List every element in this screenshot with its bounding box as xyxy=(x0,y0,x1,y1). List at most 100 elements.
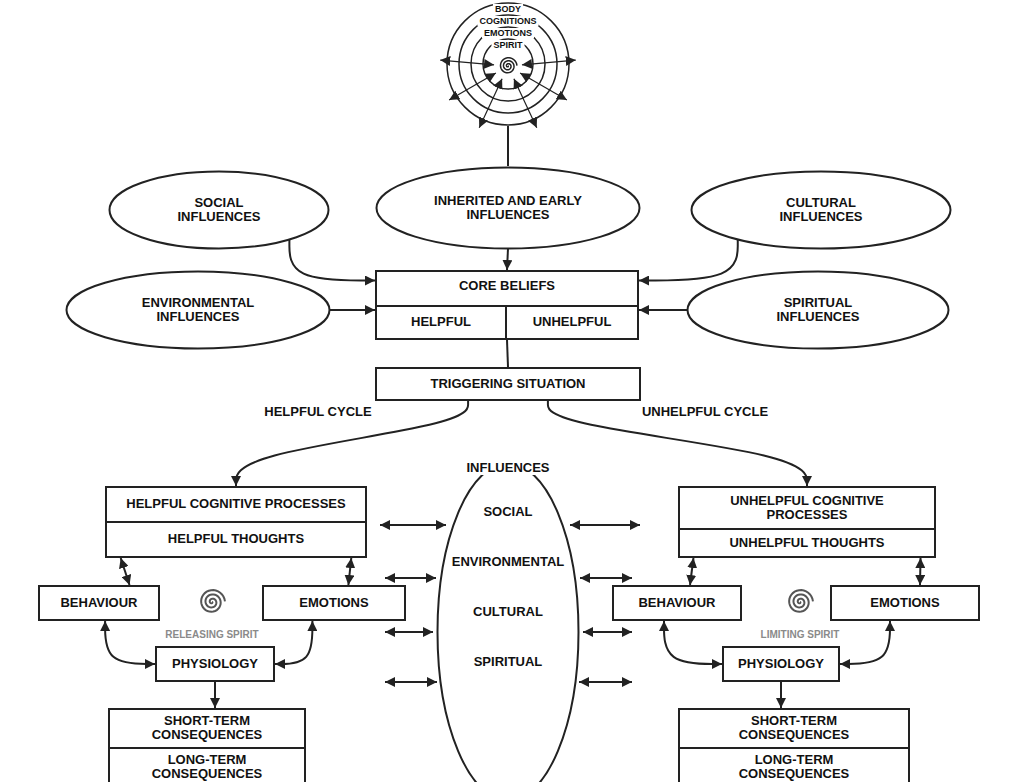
ellipse-outline xyxy=(377,168,640,249)
spiral xyxy=(500,58,516,73)
connector xyxy=(664,621,722,664)
ellipse-outline xyxy=(438,464,579,782)
node-text: UNHELPFUL xyxy=(533,315,612,329)
node-text: UNHELPFUL THOUGHTS xyxy=(680,528,934,556)
connector xyxy=(121,558,130,585)
node-text: INHERITED AND EARLY INFLUENCES xyxy=(426,194,591,223)
node-text: CORE BELIEFS xyxy=(377,272,637,307)
node-text: PHYSIOLOGY xyxy=(738,657,824,671)
influence-ellipse: CULTURAL INFLUENCES xyxy=(690,170,952,250)
influence-arrow xyxy=(385,577,436,579)
connector xyxy=(639,309,688,311)
physiology-box: PHYSIOLOGY xyxy=(155,646,275,682)
influence-arrow xyxy=(385,681,437,683)
influence-arrow xyxy=(385,631,433,633)
spirit-spiral xyxy=(789,590,813,612)
connector xyxy=(507,249,508,271)
spirit-circle: BODY COGNITIONS EMOTIONS SPIRIT xyxy=(446,2,570,126)
connector xyxy=(330,309,376,311)
core-beliefs-box: CORE BELIEFS HELPFUL UNHELPFUL xyxy=(375,270,639,340)
heading-text: INFLUENCES xyxy=(462,461,553,475)
node-text: HELPFUL THOUGHTS xyxy=(107,521,365,556)
node-text: COGNITIONS xyxy=(477,16,538,26)
ring xyxy=(459,15,557,113)
influence-arrow xyxy=(380,524,446,526)
trigger-box: TRIGGERING SITUATION xyxy=(375,367,641,401)
connector xyxy=(507,126,509,166)
node-text: SPIRITUAL xyxy=(474,655,543,669)
node-text: PHYSIOLOGY xyxy=(172,657,258,671)
influences-ellipse: INFLUENCES SOCIAL ENVIRONMENTAL CULTURAL SPI… xyxy=(436,462,580,782)
ring-arrow xyxy=(522,60,576,65)
belief-cell: UNHELPFUL xyxy=(507,307,637,338)
node-text: EMOTIONS xyxy=(299,596,368,610)
node-text: HELPFUL COGNITIVE PROCESSES xyxy=(107,488,365,521)
connector xyxy=(236,401,468,486)
ring-arrow xyxy=(520,73,567,100)
node-text: UNHELPFUL COGNITIVE PROCESSES xyxy=(680,488,934,528)
spirit-spiral xyxy=(201,590,225,612)
connector xyxy=(289,239,375,280)
influence-ellipse: SPIRITUAL INFLUENCES xyxy=(686,270,950,350)
node-text: SHORT-TERM CONSEQUENCES xyxy=(680,710,908,747)
connector xyxy=(548,401,807,486)
connector xyxy=(348,558,351,585)
node-text: SPIRIT xyxy=(491,40,524,50)
spirit-label: RELEASING SPIRIT xyxy=(162,629,261,641)
node-text: BEHAVIOUR xyxy=(638,596,715,610)
belief-cell: HELPFUL xyxy=(377,307,507,338)
node-text: SPIRITUAL INFLUENCES xyxy=(748,296,888,325)
influence-ellipse: SOCIAL INFLUENCES xyxy=(108,170,330,250)
influence-arrow xyxy=(580,577,632,579)
ring-arrow xyxy=(440,60,494,65)
ellipse-outline xyxy=(110,172,329,249)
ellipse-outline xyxy=(692,172,951,249)
node-text: SOCIAL INFLUENCES xyxy=(154,196,284,225)
cognition-box: UNHELPFUL COGNITIVE PROCESSESUNHELPFUL T… xyxy=(678,486,936,558)
emotions-box: EMOTIONS xyxy=(830,585,980,621)
node-text: TRIGGERING SITUATION xyxy=(430,377,585,391)
node-text: ENVIRONMENTAL xyxy=(452,555,564,569)
behaviour-box: BEHAVIOUR xyxy=(38,585,160,621)
connector xyxy=(275,621,312,664)
spirit-label: LIMITING SPIRIT xyxy=(758,629,843,641)
cognition-box: HELPFUL COGNITIVE PROCESSESHELPFUL THOUG… xyxy=(105,486,367,558)
ring-arrow xyxy=(449,73,496,100)
node-text: LONG-TERM CONSEQUENCES xyxy=(680,747,908,782)
influence-ellipse: ENVIRONMENTAL INFLUENCES xyxy=(65,270,331,350)
emotions-box: EMOTIONS xyxy=(262,585,406,621)
consequences-box: SHORT-TERM CONSEQUENCESLONG-TERM CONSEQU… xyxy=(678,708,910,782)
ellipse-outline xyxy=(688,272,949,349)
node-text: CULTURAL INFLUENCES xyxy=(751,196,891,225)
connector xyxy=(780,682,782,708)
cycle-label: HELPFUL CYCLE xyxy=(261,404,374,420)
node-text: SOCIAL xyxy=(483,505,532,519)
connector xyxy=(507,340,508,367)
consequences-box: SHORT-TERM CONSEQUENCESLONG-TERM CONSEQU… xyxy=(108,708,306,782)
ring-arrow xyxy=(514,79,537,128)
connector xyxy=(105,621,155,664)
connector xyxy=(690,558,693,585)
node-text: ENVIRONMENTAL INFLUENCES xyxy=(123,296,273,325)
connector xyxy=(639,239,738,280)
node-text: EMOTIONS xyxy=(870,596,939,610)
node-text: HELPFUL xyxy=(411,315,471,329)
ring-arrow xyxy=(479,79,502,128)
connector xyxy=(214,682,216,708)
node-text: SHORT-TERM CONSEQUENCES xyxy=(110,710,304,747)
cycle-label: UNHELPFUL CYCLE xyxy=(639,404,771,420)
node-text: EMOTIONS xyxy=(482,28,534,38)
node-text: BEHAVIOUR xyxy=(60,596,137,610)
node-text: BODY xyxy=(493,4,523,14)
physiology-box: PHYSIOLOGY xyxy=(722,646,840,682)
connector xyxy=(919,558,922,585)
ring xyxy=(447,3,569,125)
node-text: LONG-TERM CONSEQUENCES xyxy=(110,747,304,782)
ellipse-outline xyxy=(67,272,330,349)
connector xyxy=(840,621,890,664)
node-text: CULTURAL xyxy=(473,605,543,619)
influence-arrow xyxy=(570,524,640,526)
influence-arrow xyxy=(579,681,632,683)
behaviour-box: BEHAVIOUR xyxy=(612,585,742,621)
influence-arrow xyxy=(583,631,632,633)
